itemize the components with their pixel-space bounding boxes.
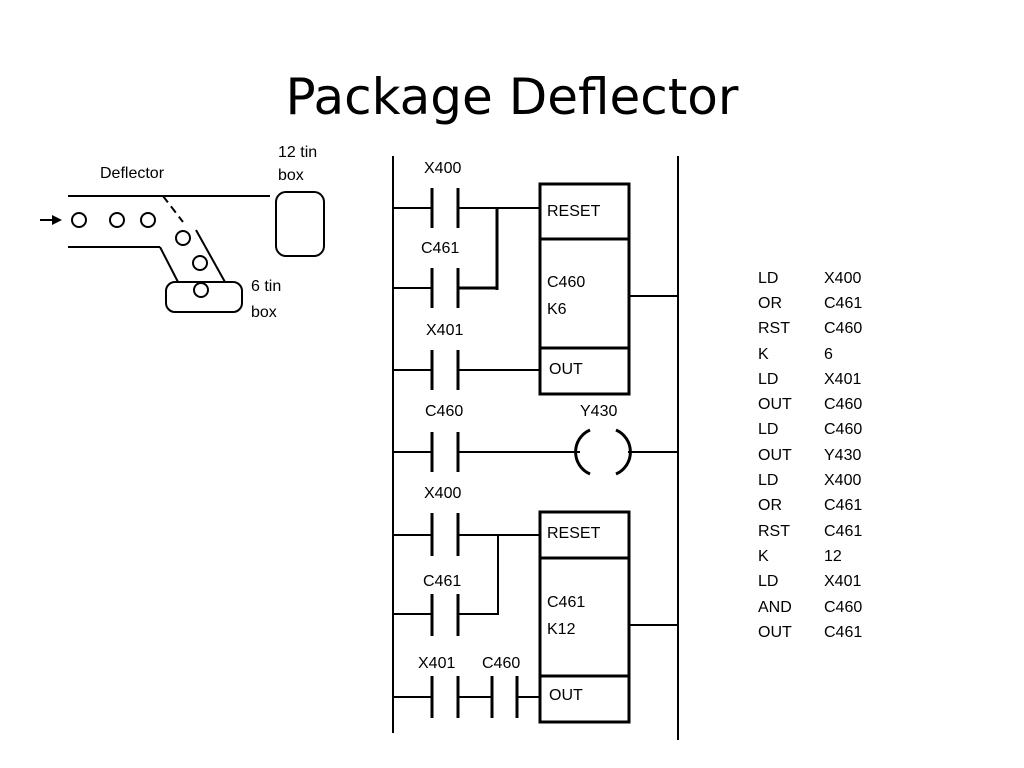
contact-label: C461 <box>423 573 461 590</box>
instruction-operand: 6 <box>824 345 833 363</box>
instruction-row: LD X400 <box>758 266 884 291</box>
deflector-flap <box>162 195 184 223</box>
counter-c460-block <box>538 182 631 396</box>
instruction-row: OUT Y430 <box>758 443 884 468</box>
instruction-row: LD X400 <box>758 468 884 493</box>
instruction-operand: X401 <box>824 573 862 591</box>
counter-out-label: OUT <box>549 687 583 704</box>
twelve-tin-box-label: 12 tin <box>278 144 317 161</box>
instruction-operand: Y430 <box>824 446 862 464</box>
instruction-row: LD X401 <box>758 570 884 595</box>
coil-y430-left <box>574 428 591 476</box>
instruction-operand: C460 <box>824 396 863 414</box>
instruction-row: OUT C461 <box>758 620 884 645</box>
chute-right-rail <box>195 229 226 283</box>
deflector-sketch <box>40 191 325 313</box>
instruction-operand: C461 <box>824 623 863 641</box>
contact-label: C461 <box>421 240 459 257</box>
counter-preset-label: K12 <box>547 621 576 638</box>
chute-left-rail <box>159 246 179 283</box>
instruction-operand: C460 <box>824 598 863 616</box>
instruction-opcode: OR <box>758 497 782 515</box>
instruction-opcode: OUT <box>758 623 792 641</box>
instruction-opcode: RST <box>758 522 790 540</box>
instruction-row: OUT C460 <box>758 392 884 417</box>
page-title: Package Deflector <box>285 68 739 126</box>
contact-label: X401 <box>426 322 463 339</box>
instruction-row: RST C461 <box>758 519 884 544</box>
instruction-opcode: LD <box>758 370 779 388</box>
instruction-operand: X400 <box>824 269 862 287</box>
instruction-opcode: K <box>758 345 769 363</box>
deflector-label: Deflector <box>100 165 165 182</box>
counter-name-label: C460 <box>547 274 585 291</box>
instruction-opcode: LD <box>758 573 779 591</box>
tin <box>192 255 208 271</box>
instruction-operand: X401 <box>824 370 862 388</box>
feed-arrow-head <box>52 215 62 225</box>
tin <box>175 230 191 246</box>
tin <box>140 212 156 228</box>
instruction-operand: C460 <box>824 421 863 439</box>
instruction-row: OR C461 <box>758 494 884 519</box>
instruction-opcode: OR <box>758 294 782 312</box>
instruction-opcode: RST <box>758 320 790 338</box>
counter-c461-block <box>538 510 631 724</box>
six-tin-box-label: box <box>251 304 277 321</box>
counter-reset-label: RESET <box>547 525 601 542</box>
instruction-opcode: OUT <box>758 396 792 414</box>
coil-label: Y430 <box>580 403 617 420</box>
instruction-opcode: AND <box>758 598 792 616</box>
contact-label: X400 <box>424 485 461 502</box>
counter-preset-label: K6 <box>547 301 567 318</box>
instruction-row: AND C460 <box>758 595 884 620</box>
instruction-row: K 12 <box>758 544 884 569</box>
ladder-diagram <box>392 156 679 740</box>
tin <box>71 212 87 228</box>
tin <box>109 212 125 228</box>
instruction-row: LD X401 <box>758 367 884 392</box>
counter-out-label: OUT <box>549 361 583 378</box>
counter-reset-label: RESET <box>547 203 601 220</box>
instruction-operand: C461 <box>824 522 863 540</box>
instruction-operand: C461 <box>824 294 863 312</box>
instruction-operand: C460 <box>824 320 863 338</box>
instruction-row: LD C460 <box>758 418 884 443</box>
contact-label: C460 <box>425 403 463 420</box>
six-tin-box-label: 6 tin <box>251 278 281 295</box>
instruction-opcode: LD <box>758 269 779 287</box>
instruction-row: OR C461 <box>758 291 884 316</box>
twelve-tin-box <box>275 191 325 257</box>
instruction-opcode: LD <box>758 421 779 439</box>
contact-label: X400 <box>424 160 461 177</box>
instruction-operand: C461 <box>824 497 863 515</box>
contact-label: C460 <box>482 655 520 672</box>
six-tin-box <box>165 281 243 313</box>
instruction-row: RST C460 <box>758 317 884 342</box>
contact-label: X401 <box>418 655 455 672</box>
instruction-opcode: K <box>758 547 769 565</box>
counter-name-label: C461 <box>547 594 585 611</box>
instruction-opcode: OUT <box>758 446 792 464</box>
twelve-tin-box-label: box <box>278 167 304 184</box>
instruction-operand: X400 <box>824 472 862 490</box>
instruction-operand: 12 <box>824 547 842 565</box>
tin <box>193 282 209 298</box>
instruction-opcode: LD <box>758 472 779 490</box>
